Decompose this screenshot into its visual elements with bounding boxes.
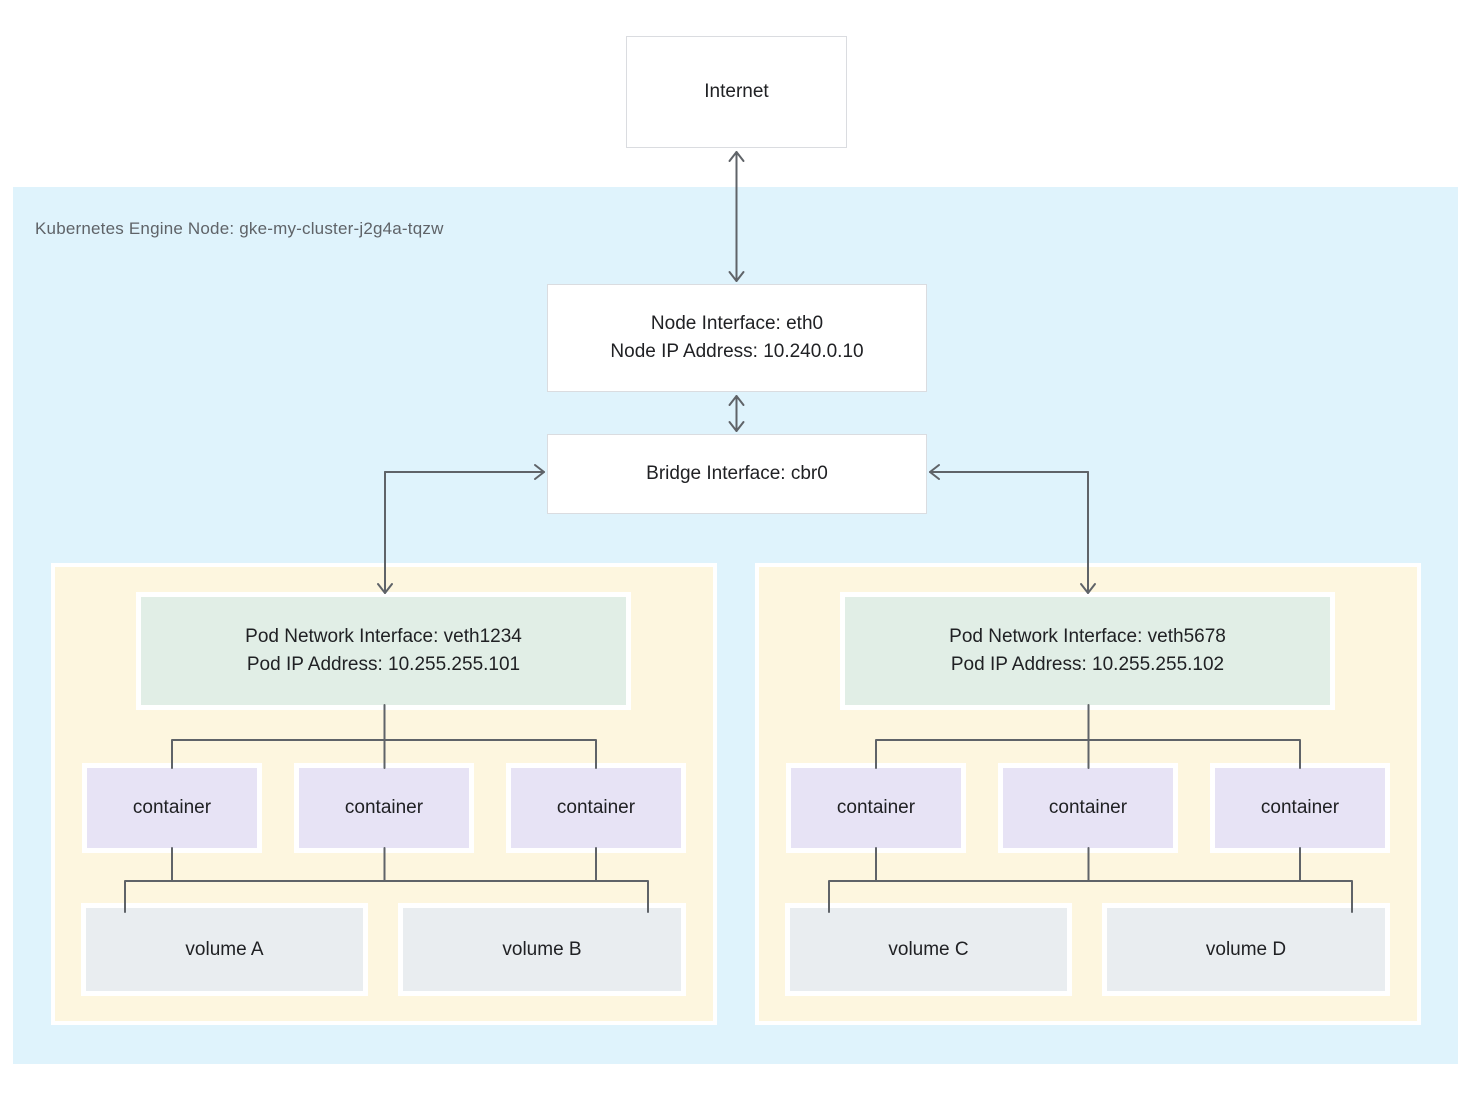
container-box: container <box>506 763 686 853</box>
container-box: container <box>998 763 1178 853</box>
container-label: container <box>1260 797 1340 818</box>
node-interface-name: Node Interface: eth0 <box>650 313 824 334</box>
container-box: container <box>1210 763 1390 853</box>
pod2-network-interface-box: Pod Network Interface: veth5678 Pod IP A… <box>840 592 1335 710</box>
pod1-interface-name: Pod Network Interface: veth1234 <box>245 626 522 647</box>
volume-box: volume D <box>1102 903 1390 996</box>
volume-box: volume C <box>785 903 1072 996</box>
container-label: container <box>836 797 916 818</box>
bridge-interface-box: Bridge Interface: cbr0 <box>547 434 927 514</box>
pod2-interface-name: Pod Network Interface: veth5678 <box>949 626 1226 647</box>
bridge-interface-label: Bridge Interface: cbr0 <box>646 463 828 484</box>
pod2-ip-address: Pod IP Address: 10.255.255.102 <box>950 654 1225 675</box>
arrowhead-up-icon <box>728 151 745 162</box>
internet-box: Internet <box>626 36 847 148</box>
volume-label: volume C <box>888 938 969 960</box>
node-interface-box: Node Interface: eth0 Node IP Address: 10… <box>547 284 927 392</box>
container-label: container <box>556 797 636 818</box>
volume-box: volume A <box>81 903 368 996</box>
container-label: container <box>1048 797 1128 818</box>
pod1-network-interface-box: Pod Network Interface: veth1234 Pod IP A… <box>136 592 631 710</box>
pod1-ip-address: Pod IP Address: 10.255.255.101 <box>246 654 521 675</box>
container-box: container <box>294 763 474 853</box>
container-label: container <box>132 797 212 818</box>
volume-label: volume B <box>502 938 582 960</box>
container-box: container <box>786 763 966 853</box>
internet-label: Internet <box>704 81 769 102</box>
volume-label: volume D <box>1205 938 1287 960</box>
kubernetes-node-label: Kubernetes Engine Node: gke-my-cluster-j… <box>35 219 444 238</box>
container-box: container <box>82 763 262 853</box>
node-ip-address: Node IP Address: 10.240.0.10 <box>610 341 864 362</box>
container-label: container <box>344 797 424 818</box>
volume-label: volume A <box>185 938 264 960</box>
volume-box: volume B <box>398 903 686 996</box>
